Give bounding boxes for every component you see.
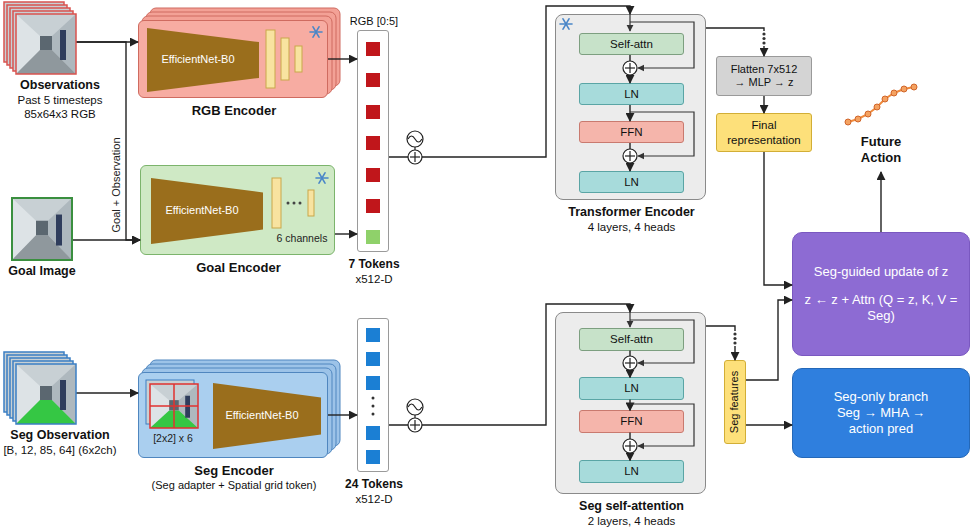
layer-label: Self-attn — [610, 332, 653, 346]
node-subtext: Past 5 timesteps 85x64x3 RGB — [2, 93, 118, 121]
process-label: Flatten 7x512 → MLP → z — [727, 63, 801, 90]
node-caption: Transformer Encoder4 layers, 4 heads — [546, 205, 717, 234]
node-caption: ObservationsPast 5 timesteps 85x64x3 RGB — [2, 78, 118, 121]
node-caption: Seg Observation[B, 12, 85, 64] (6x2ch) — [2, 428, 118, 457]
token-count: 7 Tokens — [348, 257, 399, 272]
arrow-connector — [629, 105, 630, 121]
node-caption: Goal Encoder — [141, 260, 336, 276]
layer-label: LN — [624, 175, 639, 189]
spatial-grid-image — [146, 380, 198, 428]
arrow-connector — [629, 143, 630, 171]
backbone-trapezoid: EfficientNet-B0 — [213, 383, 321, 449]
node-caption: RGB Encoder — [139, 103, 329, 119]
arrow-connector — [746, 424, 792, 425]
branch-box: Seg-only branch Seg → MHA → action pred — [792, 368, 970, 458]
node-heading: Observations — [20, 78, 100, 93]
node-caption: Seg Encoder(Seg adapter + Spatial grid t… — [129, 463, 339, 492]
layer-box: LN — [579, 377, 684, 399]
node-caption: Goal Image — [2, 264, 82, 279]
layer-label: Self-attn — [610, 37, 653, 51]
goal-image — [12, 198, 72, 260]
backbone-trapezoid: EfficientNet-B0 — [147, 28, 259, 92]
layer-box: LN — [579, 460, 684, 482]
representation-box: Final representation — [716, 113, 812, 152]
output-label: Future Action — [840, 134, 922, 166]
branch-label: Seg-only branch Seg → MHA → action pred — [825, 389, 937, 437]
node-subtext: (Seg adapter + Spatial grid token) — [152, 479, 317, 492]
arrow-connector — [629, 433, 630, 461]
backbone-label: EfficientNet-B0 — [225, 409, 298, 422]
node-heading: Transformer Encoder — [568, 205, 694, 220]
trapezoid-shape — [213, 383, 321, 449]
formula: z ← z + Attn (Q = z, K, V = Seg) — [803, 292, 959, 324]
node-caption: RGB [0:5] — [334, 15, 414, 28]
frozen-snowflake — [310, 19, 572, 183]
node-subtext: 2 layers, 4 heads — [588, 514, 676, 527]
backbone-label: EfficientNet-B0 — [161, 53, 234, 66]
arrow-connector — [328, 58, 357, 59]
seg-observation-image — [16, 364, 76, 424]
layer-box: Self-attn — [579, 33, 684, 55]
layer-box: LN — [579, 171, 684, 193]
arrow-connector — [880, 172, 881, 232]
layer-label: LN — [624, 381, 639, 395]
arrow-connector — [72, 239, 140, 240]
backbone-label: EfficientNet-B0 — [165, 204, 238, 217]
arrow-connector — [746, 300, 792, 380]
token-dim: x512-D — [355, 272, 392, 286]
feature-box: Seg features — [724, 360, 746, 444]
node-heading: RGB Encoder — [192, 103, 277, 119]
column-heading: RGB [0:5] — [350, 15, 398, 28]
box-heading: Seg-guided update of z — [814, 264, 948, 280]
node-heading: Seg Observation — [10, 428, 109, 443]
annotation-label: [2x2] x 6 — [140, 432, 206, 445]
layer-box: Self-attn — [579, 328, 684, 350]
node-caption: 7 Tokensx512-D — [334, 257, 414, 286]
node-heading: Seg self-attention — [579, 499, 684, 514]
arrow-connector — [328, 414, 357, 415]
ellipsis-dots — [287, 202, 302, 205]
trapezoid-shape — [147, 28, 259, 92]
trajectory-icon — [845, 84, 917, 125]
layer-box: LN — [579, 83, 684, 105]
trapezoid-shape — [151, 178, 263, 244]
annotation-label: 6 channels — [270, 232, 334, 245]
node-subtext: [B, 12, 85, 64] (6x2ch) — [3, 443, 116, 457]
layer-box: FFN — [579, 410, 684, 432]
arrow-connector — [76, 392, 138, 393]
arrow-connector — [706, 28, 764, 56]
layer-box: FFN — [579, 121, 684, 143]
arrow-connector — [76, 42, 140, 240]
arrow-connector — [629, 351, 630, 378]
positional-encoding — [407, 131, 423, 432]
layer-label: LN — [624, 464, 639, 478]
arrow-connector — [706, 326, 735, 360]
feature-label: Seg features — [728, 371, 741, 433]
token-count: 24 Tokens — [345, 477, 403, 492]
node-heading: Goal Encoder — [196, 260, 281, 276]
token-dim: x512-D — [355, 492, 392, 506]
arrow-connector — [763, 96, 764, 113]
node-caption: 24 Tokensx512-D — [334, 477, 414, 506]
attention-box: Seg-guided update of z z ← z + Attn (Q = … — [792, 232, 970, 356]
node-heading: Goal Image — [8, 264, 75, 279]
layer-label: FFN — [620, 414, 642, 428]
edge-label: Goal + Observation — [110, 136, 123, 233]
arrow-connector — [764, 152, 792, 285]
arrow-connector — [629, 400, 630, 411]
node-heading: Seg Encoder — [194, 463, 273, 479]
layer-label: LN — [624, 87, 639, 101]
representation-label: Final representation — [723, 118, 805, 146]
node-subtext: 4 layers, 4 heads — [588, 220, 676, 234]
process-box: Flatten 7x512 → MLP → z — [716, 56, 812, 96]
backbone-trapezoid: EfficientNet-B0 — [151, 178, 263, 244]
node-caption: Seg self-attention2 layers, 4 heads — [546, 499, 717, 527]
observation-image — [16, 14, 76, 74]
arrow-connector — [335, 233, 357, 234]
arrow-connector — [629, 55, 630, 83]
layer-label: FFN — [620, 125, 642, 139]
